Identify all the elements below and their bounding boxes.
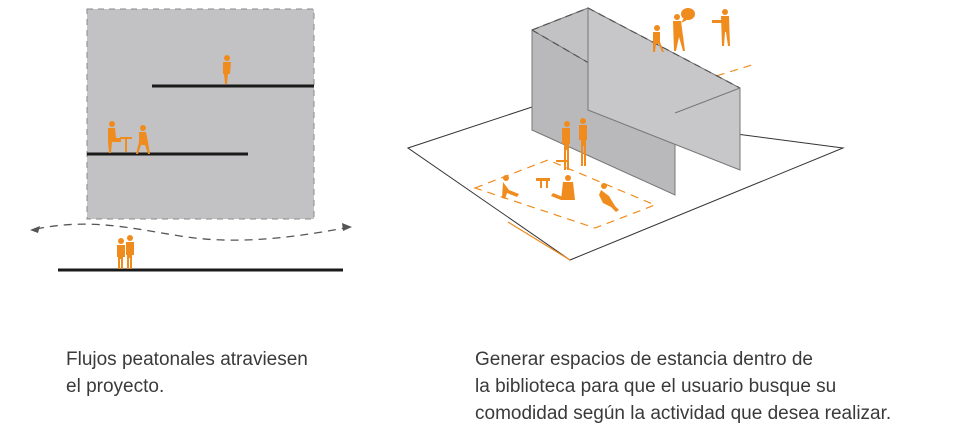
pedestrian-flow-diagram xyxy=(30,8,352,272)
left-caption-line-2: el proyecto. xyxy=(66,376,165,397)
floor-edge-accent xyxy=(507,221,571,261)
upper-zone-boundary xyxy=(689,63,756,85)
people-seated-icon xyxy=(108,121,150,154)
flow-arrow-right-icon xyxy=(342,223,352,231)
person-standing-icon xyxy=(223,55,231,84)
wall-top-edge-back xyxy=(531,7,589,31)
flow-arrow-left-icon xyxy=(30,226,40,233)
building-block xyxy=(86,8,315,220)
left-caption: Flujos peatonales atraviesen el proyecto… xyxy=(66,346,308,400)
wall-join xyxy=(674,87,741,114)
right-caption: Generar espacios de estancia dentro de l… xyxy=(475,346,891,427)
lounge-zone xyxy=(473,159,657,229)
left-caption-line-1: Flujos peatonales atraviesen xyxy=(66,349,308,370)
wall-top-edge-right xyxy=(587,7,741,89)
people-lounging-icon xyxy=(502,175,619,212)
people-standing-group-icon xyxy=(556,118,587,170)
left-diagram xyxy=(0,0,400,300)
right-caption-line-2: la biblioteca para que el usuario busque… xyxy=(475,376,837,397)
people-conversation-icon xyxy=(653,8,730,52)
right-caption-line-3: comodidad según la actividad que desea r… xyxy=(475,403,892,424)
right-diagram xyxy=(400,0,976,300)
right-caption-line-1: Generar espacios de estancia dentro de xyxy=(475,349,813,370)
library-spaces-diagram xyxy=(406,7,845,261)
people-walking-icon xyxy=(117,235,134,269)
pedestrian-flow-path xyxy=(35,223,346,241)
